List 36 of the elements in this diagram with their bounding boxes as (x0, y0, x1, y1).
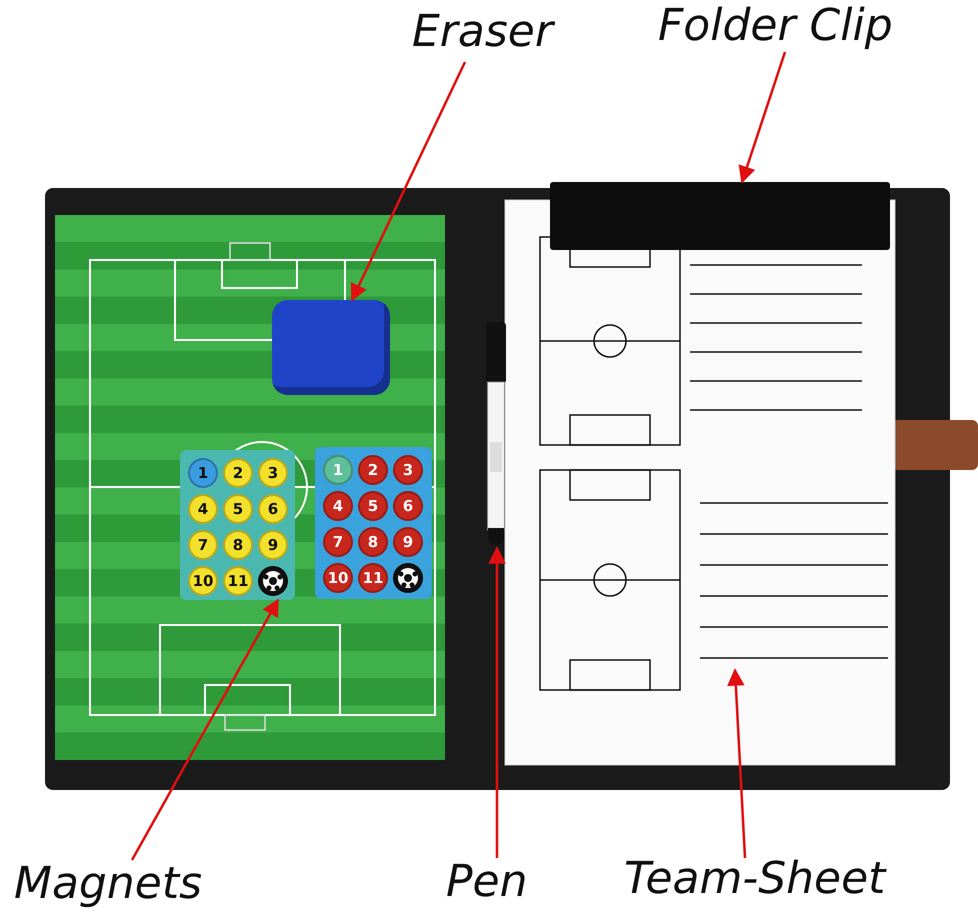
number-magnet: 8 (223, 530, 253, 560)
number-magnet: 1 (188, 458, 218, 488)
number-magnet: 10 (323, 563, 353, 593)
callout-label: Team-Sheet (624, 857, 886, 901)
callout-label: Magnets (14, 862, 202, 906)
number-magnet: 3 (393, 455, 423, 485)
number-magnet: 11 (223, 566, 253, 596)
callout-label: Eraser (412, 10, 553, 54)
number-magnet: 4 (188, 494, 218, 524)
number-magnet: 7 (323, 527, 353, 557)
callout-label: Pen (446, 860, 528, 904)
number-magnet: 1 (323, 455, 353, 485)
number-magnet: 9 (393, 527, 423, 557)
number-magnet: 10 (188, 566, 218, 596)
number-magnet: 2 (358, 455, 388, 485)
number-magnet: 5 (223, 494, 253, 524)
number-magnet: 11 (358, 563, 388, 593)
number-magnet: 5 (358, 491, 388, 521)
number-magnet: 8 (358, 527, 388, 557)
number-magnet: 6 (258, 494, 288, 524)
number-magnet: 6 (393, 491, 423, 521)
folder-clip (550, 182, 890, 250)
number-magnet: 3 (258, 458, 288, 488)
marker-pen (485, 322, 507, 548)
leader-arrow (488, 546, 506, 858)
leader-arrow (350, 61, 466, 302)
leader-arrow (727, 668, 746, 858)
leader-arrow (130, 598, 280, 861)
number-magnet: 7 (188, 530, 218, 560)
leader-arrow (738, 52, 786, 184)
magnet-sheet (180, 450, 295, 600)
number-magnet: 2 (223, 458, 253, 488)
number-magnet: 4 (323, 491, 353, 521)
callout-label: Folder Clip (658, 4, 893, 48)
eraser (272, 300, 390, 395)
number-magnet: 9 (258, 530, 288, 560)
